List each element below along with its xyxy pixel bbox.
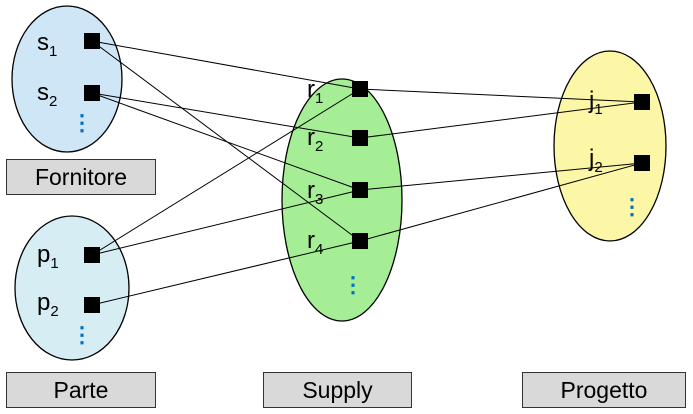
element-label-r4: r4 xyxy=(307,227,323,258)
link-r1-j1 xyxy=(359,88,643,103)
progetto-more-dots: ⋮ xyxy=(621,194,643,219)
link-r2-j1 xyxy=(359,101,643,139)
progetto-entity-set xyxy=(553,50,667,242)
parte-label-box: Parte xyxy=(6,372,156,408)
node-j1 xyxy=(634,94,650,110)
fornitore-more-dots: ⋮ xyxy=(71,110,93,135)
node-r1 xyxy=(352,81,368,97)
node-r2 xyxy=(352,130,368,146)
link-s2-r3 xyxy=(91,92,361,191)
link-r4-j2 xyxy=(359,162,643,242)
supply-more-dots: ⋮ xyxy=(342,272,364,297)
supply-relationship-set xyxy=(281,78,403,322)
element-label-r1: r1 xyxy=(307,76,323,107)
fornitore-entity-set xyxy=(11,5,123,153)
element-label-s1: s1 xyxy=(37,29,57,60)
node-p2 xyxy=(84,297,100,313)
link-s2-r2 xyxy=(91,92,361,139)
progetto-label-box: Progetto xyxy=(522,372,686,408)
element-label-r2: r2 xyxy=(307,124,323,155)
element-label-j1: j1 xyxy=(588,87,603,118)
link-r3-j2 xyxy=(359,162,643,191)
link-p1-r3 xyxy=(91,189,361,256)
node-s1 xyxy=(84,33,100,49)
element-label-r3: r3 xyxy=(307,177,323,208)
parte-more-dots: ⋮ xyxy=(71,322,93,347)
element-label-s2: s2 xyxy=(37,79,57,110)
node-p1 xyxy=(84,247,100,263)
link-p2-r4 xyxy=(91,240,361,306)
fornitore-label-box: Fornitore xyxy=(6,159,156,195)
node-r3 xyxy=(352,182,368,198)
node-s2 xyxy=(84,85,100,101)
supply-label-box: Supply xyxy=(263,372,412,408)
element-label-j2: j2 xyxy=(588,145,603,176)
element-label-p1: p1 xyxy=(37,241,59,272)
parte-entity-set xyxy=(14,215,130,361)
node-j2 xyxy=(634,155,650,171)
link-s1-r1 xyxy=(91,40,361,90)
link-p1-r1 xyxy=(91,88,361,256)
element-label-p2: p2 xyxy=(37,289,59,320)
links-group xyxy=(91,40,643,306)
node-r4 xyxy=(352,233,368,249)
